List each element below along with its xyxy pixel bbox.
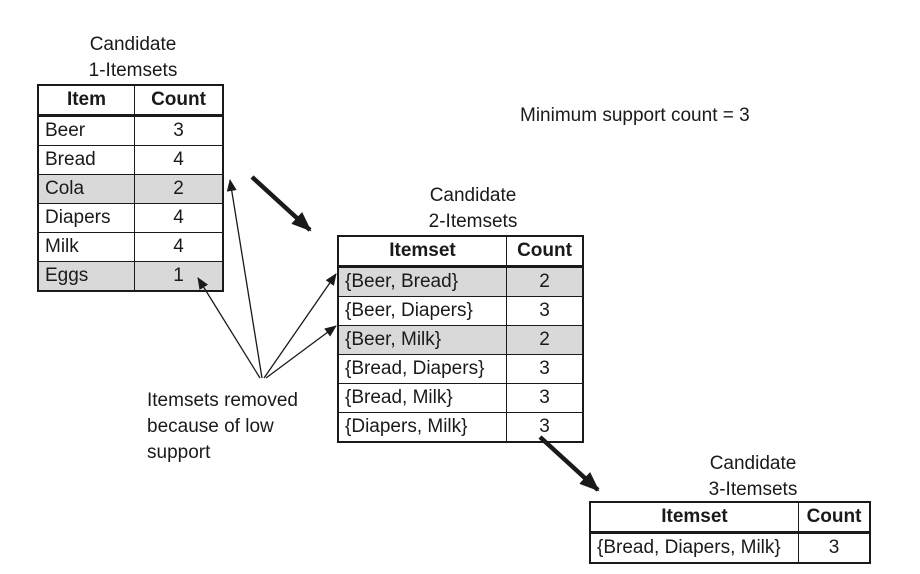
table2-row: {Bread, Milk} 3 — [337, 383, 584, 413]
table1-cell-count: 4 — [134, 145, 224, 175]
removed-itemsets-note: Itemsets removed because of low support — [147, 388, 298, 466]
table2-cell-itemset: {Bread, Diapers} — [337, 354, 507, 384]
table2-header-itemset: Itemset — [337, 235, 507, 268]
table1-cell-count: 2 — [134, 174, 224, 204]
table1-cell-item: Bread — [37, 145, 135, 175]
table2-cell-count: 3 — [506, 296, 584, 326]
table1-cell-item: Eggs — [37, 261, 135, 292]
table1-row: Diapers 4 — [37, 203, 224, 233]
table3-title-line2: 3-Itemsets — [708, 479, 798, 500]
table1-cell-item: Beer — [37, 115, 135, 146]
table1-header-row: Item Count — [37, 84, 224, 117]
table3-header-itemset: Itemset — [589, 501, 799, 534]
table1-cell-count: 3 — [134, 115, 224, 146]
table1-header-item: Item — [37, 84, 135, 117]
removed-arrow-beer-bread — [263, 273, 337, 379]
table2-candidate-2-itemsets: Itemset Count {Beer, Bread} 2 {Beer, Dia… — [337, 235, 584, 443]
table1-cell-count: 4 — [134, 203, 224, 233]
table2-cell-count: 3 — [506, 354, 584, 384]
table2-row-removed: {Beer, Bread} 2 — [337, 266, 584, 297]
minimum-support-label: Minimum support count = 3 — [520, 105, 750, 126]
table1-title: Candidate 1-Itemsets — [38, 32, 228, 84]
table2-cell-count: 3 — [506, 383, 584, 413]
table1-header-count: Count — [134, 84, 224, 117]
table2-cell-itemset: {Beer, Milk} — [337, 325, 507, 355]
removed-arrow-eggs — [197, 277, 261, 379]
table1-row-removed: Eggs 1 — [37, 261, 224, 292]
table2-title-line1: Candidate — [429, 185, 517, 206]
removed-note-line2: because of low — [147, 416, 274, 437]
table1-row-removed: Cola 2 — [37, 174, 224, 204]
table1-cell-item: Milk — [37, 232, 135, 262]
table2-title-line2: 2-Itemsets — [428, 211, 518, 232]
table2-cell-itemset: {Beer, Bread} — [337, 266, 507, 297]
table1-title-line1: Candidate — [89, 34, 177, 55]
table3-header-count: Count — [798, 501, 871, 534]
table3-title-line1: Candidate — [709, 453, 797, 474]
table2-header-row: Itemset Count — [337, 235, 584, 268]
table2-cell-count: 3 — [506, 412, 584, 443]
table3-cell-count: 3 — [798, 532, 871, 564]
table2-row: {Bread, Diapers} 3 — [337, 354, 584, 384]
removed-arrow-beer-milk — [265, 325, 337, 379]
table3-row: {Bread, Diapers, Milk} 3 — [589, 532, 871, 564]
table1-cell-count: 4 — [134, 232, 224, 262]
table1-cell-item: Diapers — [37, 203, 135, 233]
table2-cell-itemset: {Diapers, Milk} — [337, 412, 507, 443]
table2-cell-itemset: {Bread, Milk} — [337, 383, 507, 413]
table1-row: Bread 4 — [37, 145, 224, 175]
removed-arrow-cola — [226, 179, 263, 379]
table2-row-removed: {Beer, Milk} 2 — [337, 325, 584, 355]
table2-row: {Diapers, Milk} 3 — [337, 412, 584, 443]
table2-header-count: Count — [506, 235, 584, 268]
table3-header-row: Itemset Count — [589, 501, 871, 534]
table1-row: Beer 3 — [37, 115, 224, 146]
table1-cell-item: Cola — [37, 174, 135, 204]
removed-note-line3: support — [147, 442, 211, 463]
table1-row: Milk 4 — [37, 232, 224, 262]
table1-title-line2: 1-Itemsets — [88, 60, 178, 81]
table2-cell-count: 2 — [506, 325, 584, 355]
flow-arrow-2-to-3 — [538, 435, 600, 492]
table1-candidate-1-itemsets: Item Count Beer 3 Bread 4 Cola 2 Diapers… — [37, 84, 224, 292]
removed-note-line1: Itemsets removed — [147, 390, 298, 411]
table2-cell-itemset: {Beer, Diapers} — [337, 296, 507, 326]
table2-row: {Beer, Diapers} 3 — [337, 296, 584, 326]
table2-cell-count: 2 — [506, 266, 584, 297]
flow-arrow-1-to-2 — [250, 175, 312, 232]
table2-title: Candidate 2-Itemsets — [378, 183, 568, 235]
table3-candidate-3-itemsets: Itemset Count {Bread, Diapers, Milk} 3 — [589, 501, 871, 564]
table3-title: Candidate 3-Itemsets — [658, 451, 848, 503]
table3-cell-itemset: {Bread, Diapers, Milk} — [589, 532, 799, 564]
table1-cell-count: 1 — [134, 261, 224, 292]
